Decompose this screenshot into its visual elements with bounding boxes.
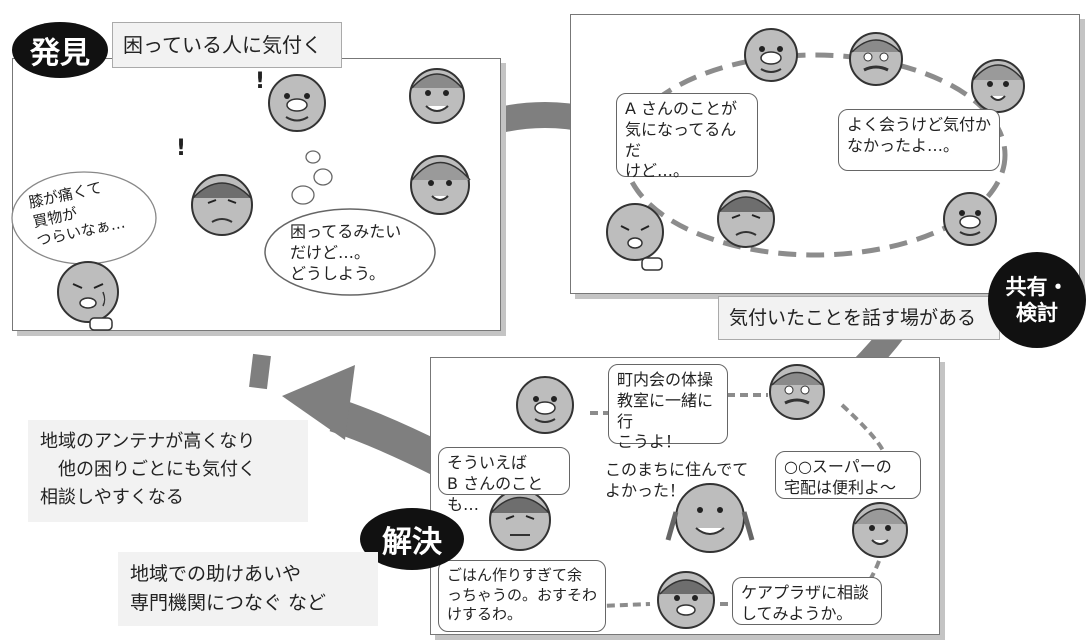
arrow-small-return <box>249 353 271 390</box>
arrow-head-left <box>282 365 355 440</box>
face-man-b-san <box>516 376 574 434</box>
face-woman-delivery <box>852 502 908 558</box>
exclaim-mark-1: ! <box>255 69 266 94</box>
speech-bubble-cooking-share: ごはん作りすぎて余 っちゃうの。おすそわ けするわ。 <box>438 560 606 632</box>
discovery-badge: 発見 <box>12 22 108 78</box>
speech-bubble-b-san: そういえば B さんのことも… <box>438 447 570 514</box>
face-man-careplaza <box>657 571 715 629</box>
speech-bubble-a-san: A さんのことが 気になってるんだ けど…。 <box>616 93 758 180</box>
face-woman-top-right <box>409 68 465 124</box>
face-elder-center-happy <box>665 483 755 553</box>
note-support: 地域での助けあいや 専門機関につなぐ など <box>118 552 378 626</box>
speech-bubble-supermarket-delivery: ○○スーパーの 宅配は便利よ～ <box>775 451 921 499</box>
speech-bubble-did-not-notice: よく会うけど気付か なかったよ…。 <box>838 109 1000 171</box>
exclaim-mark-2: ! <box>176 136 187 161</box>
face-elder-crying <box>57 261 119 331</box>
sharing-badge: 共有・ 検討 <box>988 252 1086 348</box>
speech-bubble-careplaza: ケアプラザに相談 してみようか。 <box>732 577 882 625</box>
face-elder-mustache <box>849 32 903 86</box>
face-man-top <box>744 28 798 82</box>
face-elder-bottom <box>717 190 775 248</box>
discovery-label: 困っている人に気付く <box>112 22 342 68</box>
face-elder-cooking <box>489 489 551 551</box>
face-elder-worried <box>191 174 253 236</box>
face-woman-right <box>971 59 1025 113</box>
worried-thought-text: 困ってるみたい だけど…。 どうしよう。 <box>290 222 402 283</box>
speech-bubble-exercise-class: 町内会の体操 教室に一緒に行 こうよ！ <box>608 364 728 451</box>
face-man-bottom-right <box>943 192 997 246</box>
face-elder-crying-left <box>606 203 664 271</box>
town-happy-text: このまちに住んでて よかった！ <box>605 460 749 500</box>
face-man-exclaim <box>268 74 326 132</box>
face-woman-curly <box>410 155 471 215</box>
note-antenna: 地域のアンテナが高くなり 他の困りごとにも気付く 相談しやすくなる <box>28 420 308 522</box>
face-elder-mustache-solution <box>769 364 825 420</box>
sharing-label: 気付いたことを話す場がある <box>718 296 1000 340</box>
